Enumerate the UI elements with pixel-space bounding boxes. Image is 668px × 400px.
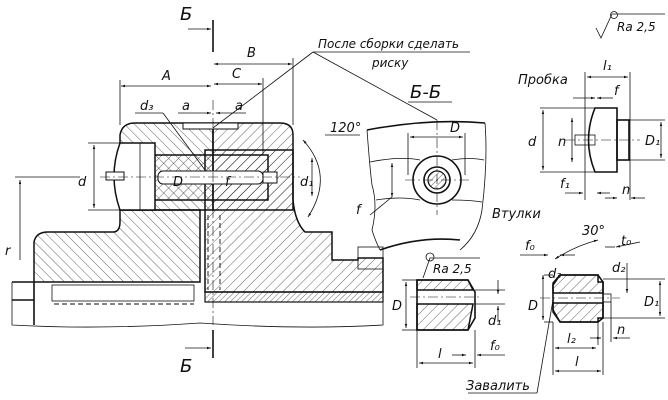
- plug-slot: [105, 171, 125, 181]
- cut-label-top: Б: [180, 4, 192, 25]
- roughness-general: Ra 2,5: [617, 20, 656, 34]
- left-bushing-dim-l: l: [438, 347, 442, 362]
- right-bushing-dim-d3: d₃: [548, 267, 561, 282]
- cutting-plane-bottom: Б: [180, 330, 214, 377]
- note-line1: После сборки сделать: [318, 37, 459, 51]
- plug-detail: Пробка l₁ f d n D₁ f₁ n: [518, 59, 665, 200]
- dim-a-left: a: [182, 99, 190, 114]
- scribe-mark-groove: [182, 122, 239, 130]
- roughness-symbol-general: Ra 2,5: [595, 11, 665, 39]
- section-view-b-b: Б-Б D f: [356, 82, 487, 251]
- dim-d3: d₃: [140, 99, 153, 114]
- dim-d1: d₁: [300, 175, 313, 190]
- bushings-detail: Втулки Ra 2,5 D d₁ l f₀: [392, 207, 665, 394]
- bushing-outlet: [262, 171, 278, 184]
- right-bushing-dim-n: n: [617, 323, 625, 338]
- right-bushing: 30° f₀ t₀ d₂ D d₃ D₁ l₂ l: [520, 224, 665, 375]
- keyway: [51, 284, 195, 302]
- section-dim-f: f: [356, 203, 363, 218]
- dim-B: B: [247, 46, 256, 61]
- left-bushing: Ra 2,5 D d₁ l f₀: [392, 252, 505, 368]
- left-body: [33, 209, 201, 283]
- left-bushing-dim-D: D: [392, 299, 402, 314]
- bushing-note: Завалить: [466, 379, 530, 394]
- plug-dim-f: f: [614, 84, 621, 99]
- plug-dim-l1: l₁: [603, 59, 612, 74]
- cutting-plane-top: Б: [180, 4, 214, 52]
- plug-dim-D1: D₁: [645, 134, 660, 149]
- right-bushing-dim-t0: t₀: [621, 234, 632, 249]
- section-dim-D: D: [450, 121, 460, 136]
- right-bushing-dim-d2: d₂: [612, 261, 625, 276]
- dim-f: f: [225, 175, 232, 190]
- dim-a-right: a: [235, 99, 243, 114]
- plug-dim-f1: f₁: [560, 177, 570, 192]
- plug-dim-n-slot: n: [558, 135, 566, 150]
- plug-dim-d: d: [528, 135, 537, 150]
- dim-D: D: [173, 175, 183, 190]
- plug-dim-n: n: [622, 183, 630, 198]
- right-bushing-dim-l: l: [575, 355, 579, 370]
- section-title: Б-Б: [410, 82, 441, 103]
- right-bushing-dim-l2: l₂: [567, 332, 576, 347]
- key: [357, 246, 384, 270]
- dim-C: C: [232, 67, 242, 82]
- assembly-note: После сборки сделать риску: [212, 37, 470, 129]
- dim-A: A: [161, 69, 171, 84]
- cut-label-bottom: Б: [180, 356, 192, 377]
- right-bushing-angle: 30°: [582, 224, 605, 239]
- plug-in-assembly: [113, 142, 156, 211]
- angle-120: 120°: [330, 121, 361, 136]
- right-bushing-dim-D: D: [528, 299, 538, 314]
- right-bushing-dim-D1: D₁: [644, 295, 659, 310]
- dim-d: d: [78, 175, 87, 190]
- bushings-title: Втулки: [492, 207, 541, 222]
- plug-title: Пробка: [518, 73, 568, 88]
- shaft-liner: [204, 291, 384, 303]
- main-section-view: Б Б A B: [5, 4, 384, 377]
- dim-r: r: [5, 244, 12, 259]
- roughness-bushing: Ra 2,5: [433, 262, 472, 276]
- right-bushing-dim-f0: f₀: [525, 239, 536, 254]
- note-line2: риску: [371, 56, 409, 70]
- left-bushing-dim-f0: f₀: [490, 339, 501, 354]
- left-bushing-dim-d1: d₁: [488, 314, 501, 329]
